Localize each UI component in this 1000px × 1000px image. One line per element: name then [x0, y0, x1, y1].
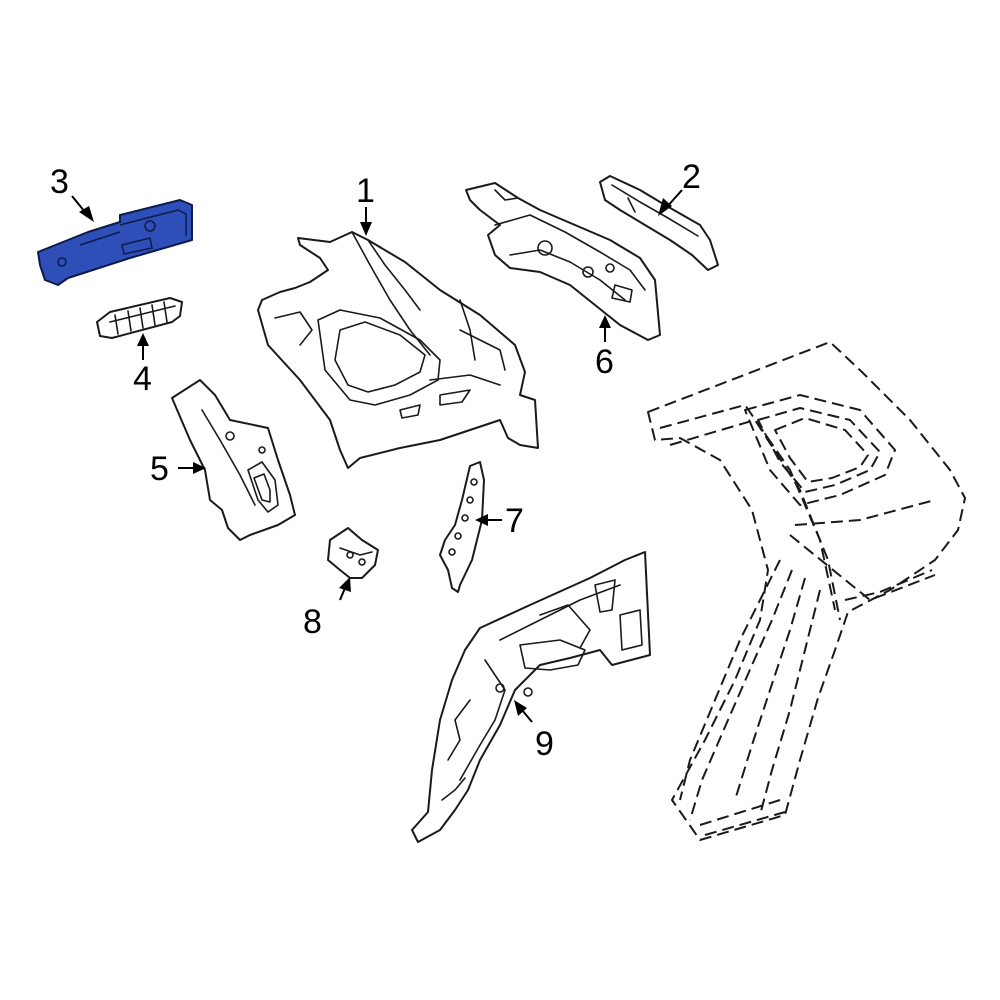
part-2-rail: [599, 175, 719, 271]
part-9-wheelhouse: [411, 551, 651, 843]
callout-7: 7: [505, 502, 524, 540]
part-6-rear-panel: [465, 182, 661, 341]
arrowhead-9: [514, 700, 527, 716]
callout-2: 2: [682, 158, 701, 196]
callout-6: 6: [595, 343, 614, 381]
leader-3: [71, 195, 86, 213]
part-7-bracket: [439, 461, 485, 593]
arrowhead-7: [475, 514, 488, 526]
callout-5: 5: [150, 450, 169, 488]
arrowhead-1: [360, 222, 372, 236]
callout-3: 3: [50, 163, 69, 201]
part-8-small-bracket: [327, 527, 379, 579]
arrowhead-4: [137, 333, 149, 346]
leaders: [71, 189, 683, 723]
arrowhead-8: [339, 577, 351, 592]
callout-4: 4: [133, 360, 152, 398]
arrowhead-2: [658, 198, 672, 216]
arrowhead-6: [599, 315, 611, 328]
leader-9: [521, 709, 533, 723]
part-5-pillar: [171, 379, 296, 541]
part-3-bracket-highlighted: [37, 199, 193, 286]
part-1-inner-quarter-panel: [257, 231, 539, 469]
leader-8: [339, 587, 346, 601]
part-4-block: [96, 297, 183, 339]
body-side-outline: [647, 341, 966, 841]
callout-numbers: 1 2 3 4 5 6 7 8 9: [50, 158, 701, 763]
callout-9: 9: [535, 725, 554, 763]
callout-1: 1: [356, 172, 375, 210]
callout-8: 8: [303, 603, 322, 641]
arrowhead-5: [193, 462, 206, 474]
arrowhead-3: [79, 206, 94, 222]
